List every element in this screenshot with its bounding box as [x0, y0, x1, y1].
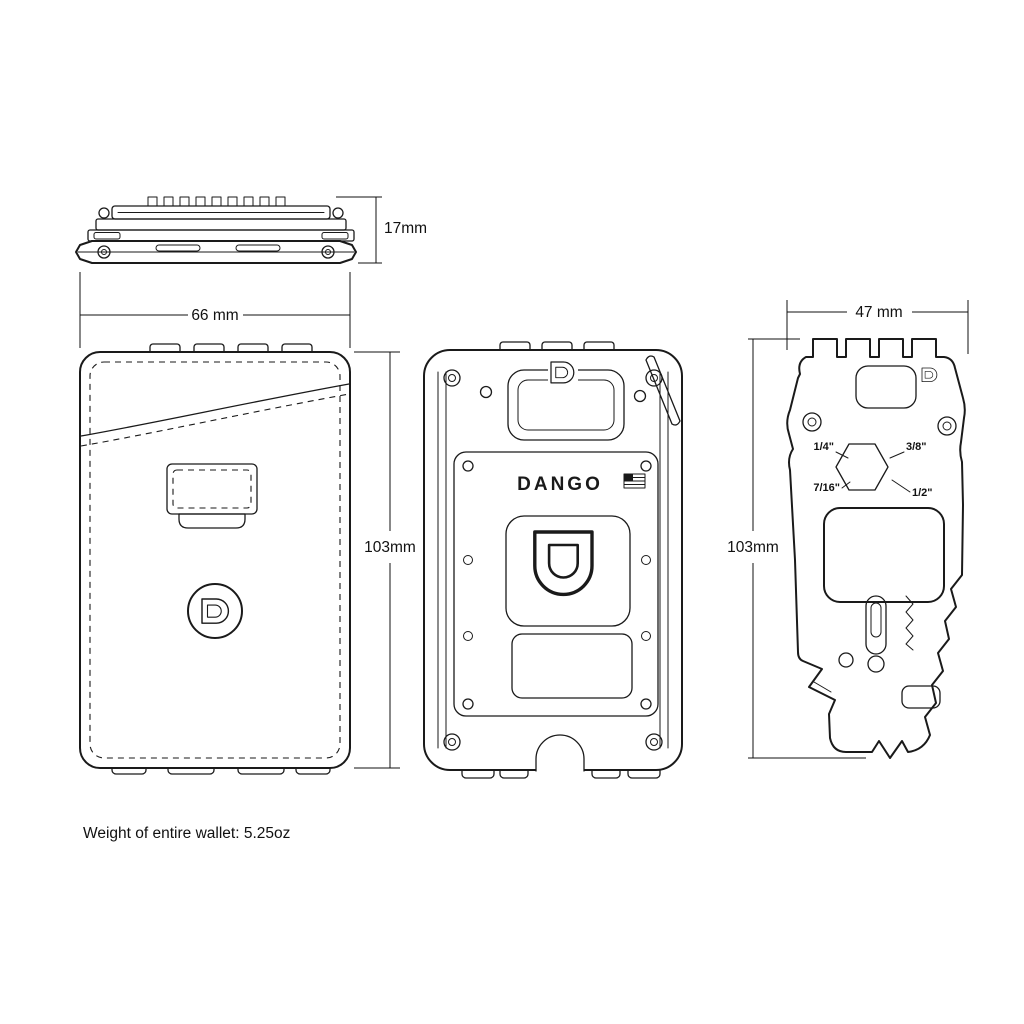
bottom-notch: [535, 734, 585, 772]
side-view: [75, 196, 357, 264]
hex-size-seven-sixteenth: 7/16": [813, 482, 840, 494]
tool-top-window: [855, 365, 917, 409]
rope-cutter-edge: [813, 681, 832, 693]
front-view: [79, 343, 351, 775]
dim-17mm: 17mm: [336, 196, 427, 264]
front-body: [79, 351, 351, 769]
pocket-edge: [80, 383, 350, 437]
tool-slot: [865, 595, 887, 655]
dim-label-tool-width: 47 mm: [855, 304, 902, 321]
dim-label-tool-height: 103mm: [727, 539, 779, 556]
tool-main-window: [823, 507, 945, 603]
back-plate: [453, 451, 659, 717]
back-chassis: [423, 349, 683, 771]
stitching: [89, 361, 341, 759]
multitool-outline: [786, 338, 966, 759]
dango-logo-icon-tool: [921, 367, 938, 383]
hex-size-three-eighth: 3/8": [906, 441, 927, 453]
back-view: DANGO: [423, 341, 683, 779]
tool-small-window: [901, 685, 941, 709]
dim-103mm-wallet: 103mm: [354, 351, 416, 769]
dango-logo-circle: [187, 583, 243, 639]
logo-window: [505, 515, 631, 627]
hex-cutout: [835, 443, 889, 491]
flag-icon: [623, 473, 646, 489]
spring-detail: [905, 595, 914, 651]
corner-bar: [645, 355, 681, 426]
dim-66mm: 66 mm: [79, 272, 351, 348]
dim-103mm-tool: 103mm: [727, 338, 866, 759]
dim-label-side-height: 17mm: [384, 220, 427, 237]
weight-note: Weight of entire wallet: 5.25oz: [83, 825, 290, 842]
hex-size-half: 1/2": [912, 487, 933, 499]
dim-label-front-height: 103mm: [364, 539, 416, 556]
multitool-view: 1/4" 3/8" 7/16" 1/2": [786, 338, 966, 759]
hex-size-quarter: 1/4": [813, 441, 834, 453]
lower-window: [511, 633, 633, 699]
dim-label-front-width: 66 mm: [191, 307, 238, 324]
brand-wordmark: DANGO: [517, 474, 603, 495]
dim-47mm: 47 mm: [786, 300, 969, 354]
